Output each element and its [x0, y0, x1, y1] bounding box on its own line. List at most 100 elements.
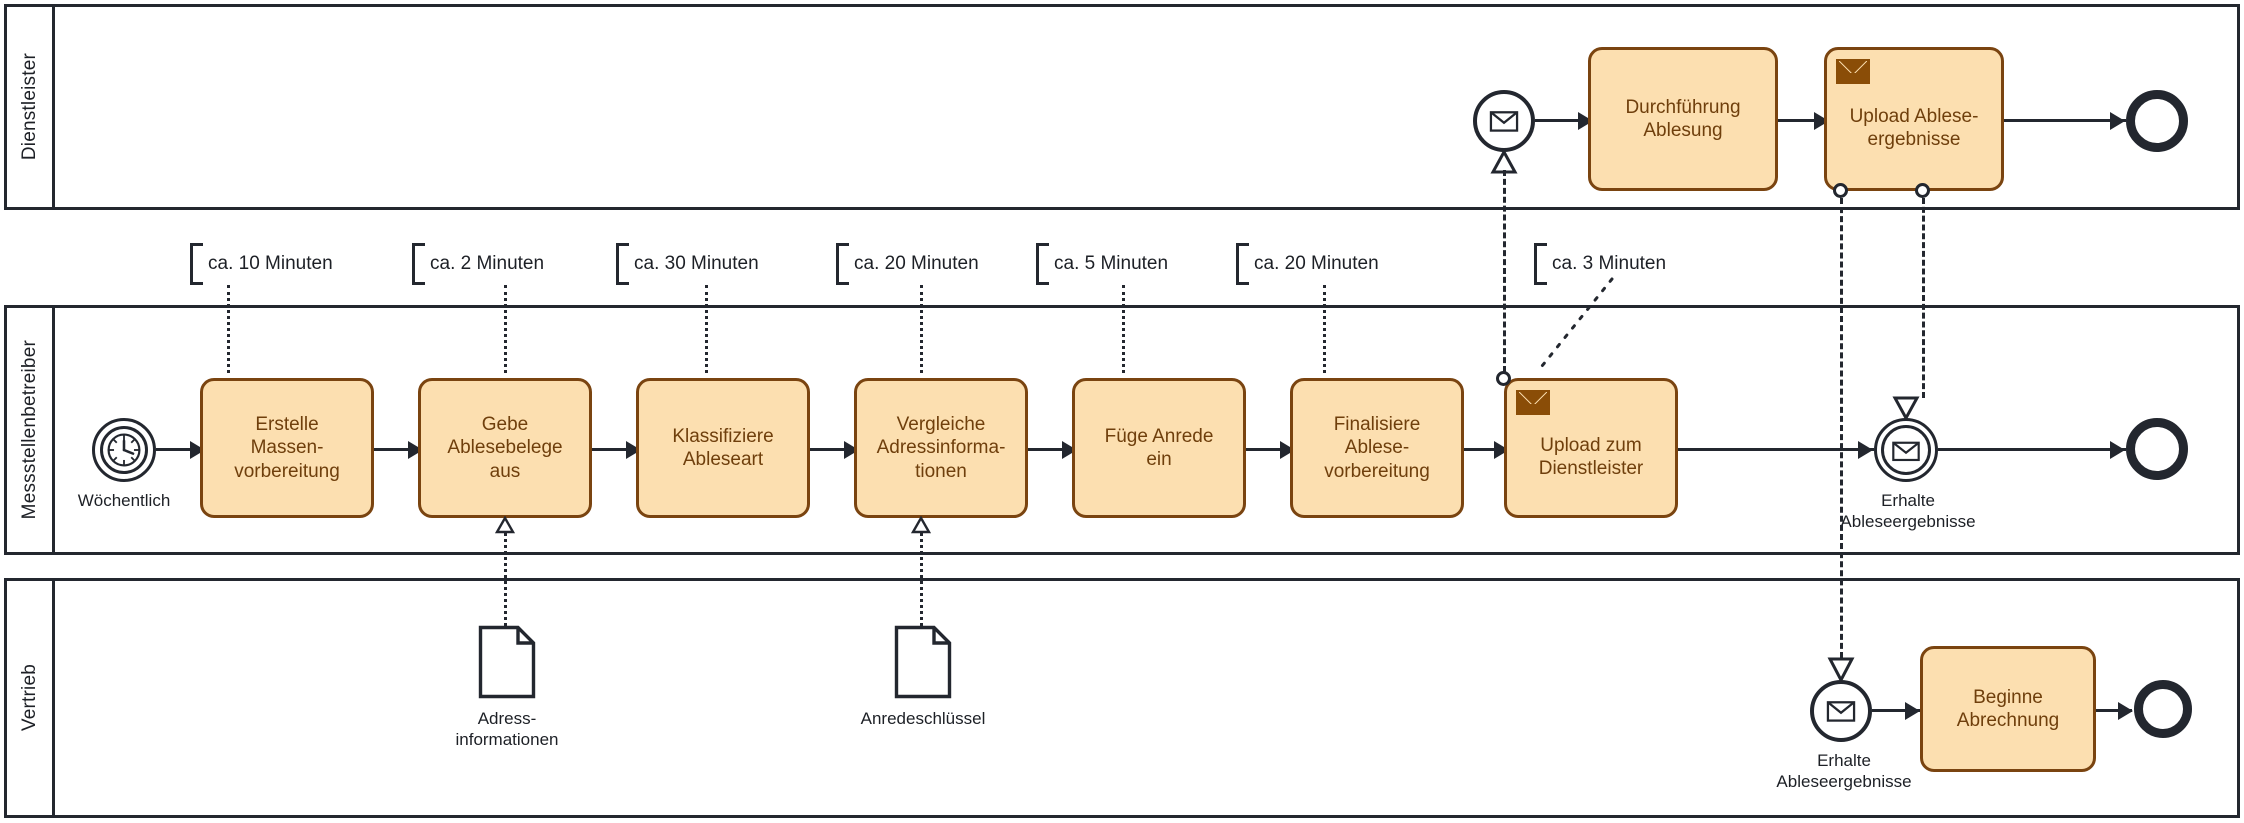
association-anredeschluessel — [920, 528, 923, 626]
lane-label-vertrieb: Vertrieb — [18, 664, 40, 732]
event-end-vertrieb[interactable] — [2134, 680, 2192, 738]
flow-timer-to-erstelle — [156, 448, 200, 451]
flow-erhalte-to-end-msb — [1938, 448, 2126, 451]
message-flow-source-left — [1833, 183, 1848, 198]
bracket-icon — [1036, 243, 1049, 285]
envelope-icon — [1892, 441, 1920, 462]
envelope-icon — [1836, 59, 1870, 84]
flow-vergleiche-to-fuege — [1028, 448, 1072, 451]
task-label: Upload Ablese-ergebnisse — [1849, 105, 1979, 150]
flow-upload-to-end-dl — [2004, 119, 2126, 122]
flow-klassifiziere-to-vergleiche — [810, 448, 854, 451]
annotation-connector — [1323, 285, 1326, 373]
annotation-connector — [920, 285, 923, 373]
document-icon — [894, 625, 952, 699]
event-erhalte-ableseergebnisse-msb[interactable] — [1874, 418, 1938, 482]
flow-erhalte-to-beginne — [1872, 709, 1920, 712]
flow-msgstart-to-durchfuehrung — [1535, 119, 1588, 122]
event-label-woechentlich: Wöchentlich — [77, 491, 171, 510]
arrowhead — [2110, 112, 2125, 130]
task-upload-ableseergebnisse[interactable]: Upload Ablese-ergebnisse — [1824, 47, 2004, 191]
annotation-connector — [504, 285, 507, 373]
message-flow-source-upload — [1496, 371, 1511, 386]
flow-gebe-to-klassifiziere — [592, 448, 636, 451]
flow-erstelle-to-gebe — [374, 448, 418, 451]
association-arrowhead-up — [494, 516, 516, 534]
bracket-icon — [1236, 243, 1249, 285]
event-erhalte-ableseergebnisse-vertrieb[interactable] — [1810, 680, 1872, 742]
bracket-icon — [616, 243, 629, 285]
annotation-ca-2-minuten: ca. 2 Minuten — [412, 243, 544, 285]
arrowhead — [1905, 702, 1920, 720]
bracket-icon — [1534, 243, 1547, 285]
annotation-connector-diagonal — [1536, 277, 1614, 373]
bracket-icon — [412, 243, 425, 285]
arrowhead — [2110, 441, 2125, 459]
dataobject-adressinformationen[interactable] — [478, 625, 536, 704]
dataobject-anredeschluessel[interactable] — [894, 625, 952, 704]
annotation-ca-3-minuten: ca. 3 Minuten — [1534, 243, 1666, 285]
envelope-icon — [1826, 701, 1856, 722]
event-timer-start-woechentlich[interactable] — [92, 418, 156, 482]
messageflow-upload-to-vertrieb — [1840, 198, 1843, 658]
annotation-ca-30-minuten: ca. 30 Minuten — [616, 243, 759, 285]
bracket-icon — [190, 243, 203, 285]
annotation-connector — [705, 285, 708, 373]
lane-header-messstellenbetreiber: Messstellenbetreiber — [7, 308, 55, 552]
flow-uploadmsb-to-erhalte — [1678, 448, 1874, 451]
lane-header-dienstleister: Dienstleister — [7, 7, 55, 207]
clock-icon — [107, 433, 141, 467]
flow-beginne-to-end-vertrieb — [2096, 709, 2132, 712]
annotation-ca-10-minuten: ca. 10 Minuten — [190, 243, 333, 285]
message-flow-source-right — [1915, 183, 1930, 198]
envelope-icon — [1489, 111, 1519, 132]
annotation-ca-20-minuten-b: ca. 20 Minuten — [1236, 243, 1379, 285]
event-end-messstellenbetreiber[interactable] — [2126, 418, 2188, 480]
association-adressinformationen — [504, 528, 507, 626]
dataobject-label-adressinformationen: Adress-informationen — [455, 709, 559, 750]
message-arrowhead-down-vertrieb — [1827, 657, 1855, 682]
messageflow-upload-to-msb — [1922, 198, 1925, 398]
annotation-connector — [227, 285, 230, 373]
annotation-ca-20-minuten-a: ca. 20 Minuten — [836, 243, 979, 285]
annotation-connector — [1122, 285, 1125, 373]
arrowhead — [2118, 702, 2133, 720]
association-arrowhead-up — [910, 516, 932, 534]
dataobject-label-anredeschluessel: Anredeschlüssel — [860, 709, 986, 728]
event-message-start-dienstleister[interactable] — [1473, 90, 1535, 152]
flow-finalisiere-to-uploadmsb — [1464, 448, 1504, 451]
lane-label-dienstleister: Dienstleister — [18, 53, 40, 161]
lane-header-vertrieb: Vertrieb — [7, 581, 55, 815]
event-end-dienstleister[interactable] — [2126, 90, 2188, 152]
annotation-ca-5-minuten: ca. 5 Minuten — [1036, 243, 1168, 285]
arrowhead — [1858, 441, 1873, 459]
messageflow-upload-to-dienstleister — [1503, 170, 1506, 372]
flow-fuege-to-finalisiere — [1246, 448, 1290, 451]
envelope-icon — [1516, 390, 1550, 415]
message-arrowhead-down-msb — [1892, 396, 1920, 420]
lane-label-messstellenbetreiber: Messstellenbetreiber — [18, 340, 40, 520]
flow-durchfuehrung-to-upload — [1778, 119, 1824, 122]
document-icon — [478, 625, 536, 699]
